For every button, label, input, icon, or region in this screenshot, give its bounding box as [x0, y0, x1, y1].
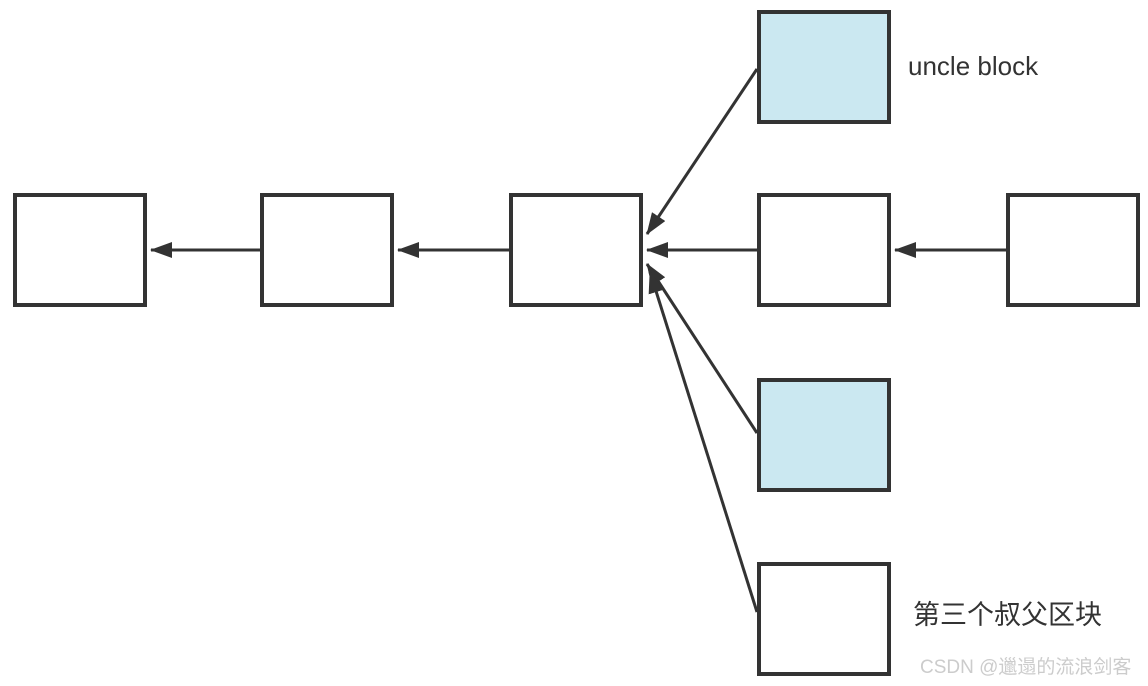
main-chain-block-3: [509, 193, 643, 307]
uncle-block-label: uncle block: [908, 51, 1039, 81]
arrow-uncle-top-to-chain: [645, 68, 759, 235]
main-chain-block-2: [260, 193, 394, 307]
third-uncle-block: [757, 562, 891, 676]
csdn-watermark: CSDN @邋遢的流浪剑客: [920, 657, 1132, 678]
uncle-block-middle: [757, 378, 891, 492]
main-chain-block-4: [757, 193, 891, 307]
main-chain-block-5: [1006, 193, 1140, 307]
arrow-uncle-middle-to-chain: [645, 263, 759, 434]
third-uncle-block-label: 第三个叔父区块: [913, 600, 1102, 630]
main-chain-block-1: [13, 193, 147, 307]
uncle-block-top: [757, 10, 891, 124]
arrow-uncle-bottom-to-chain: [648, 271, 759, 613]
